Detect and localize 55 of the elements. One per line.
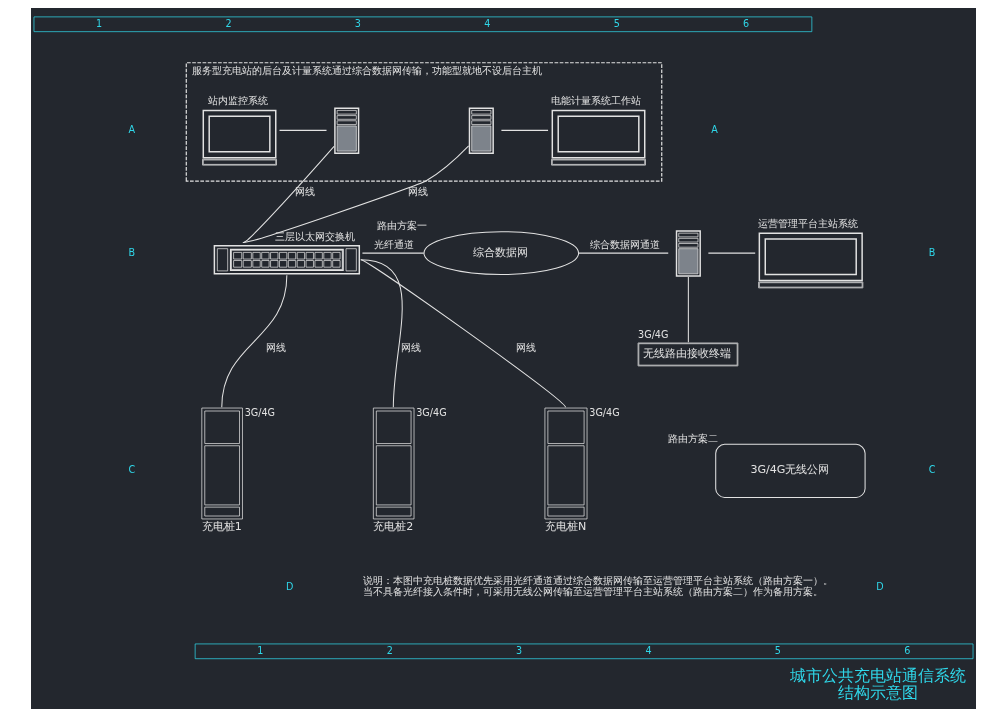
label: C (128, 464, 135, 476)
edge-label: 光纤通道 (373, 239, 414, 251)
label: B (128, 246, 135, 258)
node-label: 电能计量系统工作站 (550, 93, 641, 106)
connector (242, 145, 335, 243)
label: 4 (483, 17, 490, 29)
label: 1 (256, 644, 263, 656)
label: 2 (386, 644, 393, 656)
connector (361, 252, 424, 254)
node-box: 3G/4G无线公网 (714, 443, 866, 499)
edge-label: 网线 (400, 341, 421, 353)
node-label: 充电桩1 (201, 520, 242, 534)
label: 4 (644, 644, 652, 656)
edge-label: 综合数据网通道 (589, 239, 660, 251)
connector (500, 129, 549, 131)
label: 1 (95, 17, 102, 29)
node-label: 充电桩2 (372, 520, 413, 534)
connector (359, 259, 403, 408)
label: 5 (613, 17, 620, 29)
node-ellipse: 综合数据网 (423, 231, 579, 276)
edge-label: 网线 (294, 185, 315, 197)
label: C (928, 464, 935, 476)
connector (278, 129, 327, 131)
label: 2 (224, 17, 232, 29)
diagram-title: 城市公共充电站通信系统结构示意图 (789, 665, 966, 703)
node-label: 路由方案二 (667, 432, 718, 444)
label: B (928, 246, 935, 258)
label: 6 (903, 644, 910, 656)
connector (220, 274, 287, 408)
label: 说明：本图中充电桩数据优先采用光纤通道通过综合数据网传输至运营管理平台主站系统（路由方案一）。当不具备光纤接入条件时，可采用无线公网传输至运营管理平台主站系统（路由方案二）作为备用方案。 (362, 575, 833, 597)
label: 6 (742, 17, 749, 29)
connector (707, 252, 756, 254)
node-label: 运营管理平台主站系统 (757, 216, 858, 229)
edge-label: 网线 (515, 341, 536, 353)
connector (687, 276, 689, 343)
node-label: 路由方案一 (376, 220, 427, 232)
node-label: 3G/4G (244, 406, 275, 418)
node-label: 3G/4G (588, 406, 620, 418)
label: A (710, 123, 718, 135)
edge-label: 网线 (407, 185, 428, 197)
connector (577, 252, 669, 254)
node-label: 3G/4G (415, 406, 447, 418)
label: A (128, 123, 135, 135)
node-label: 充电桩N (544, 520, 586, 534)
label: 3 (354, 17, 361, 29)
node-label: 站内监控系统 (207, 93, 268, 106)
label: D (875, 580, 884, 592)
label: D (285, 580, 294, 592)
edge-label: 网线 (265, 341, 286, 353)
node-label: 三层以太网交换机 (274, 229, 355, 242)
label: 5 (774, 644, 781, 656)
connector (242, 145, 469, 243)
label: 3 (515, 644, 522, 656)
node-label: 3G/4G (637, 329, 668, 341)
connector (359, 259, 566, 408)
